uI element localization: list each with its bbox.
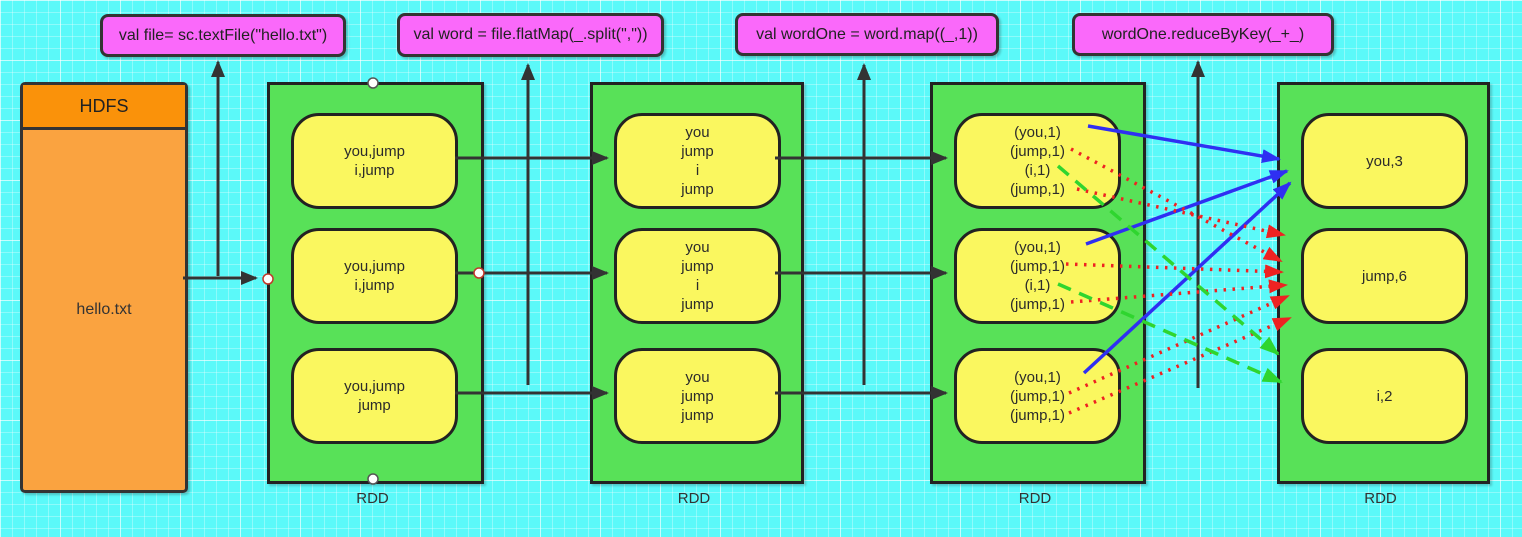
label-reducebykey[interactable]: wordOne.reduceByKey(_+_) xyxy=(1072,13,1334,56)
hdfs-box[interactable]: HDFS hello.txt xyxy=(20,82,188,493)
rdd3-box[interactable]: (you,1) (jump,1) (i,1) (jump,1) (you,1) … xyxy=(930,82,1146,484)
rdd1-caption: RDD xyxy=(356,490,389,507)
rdd3-partition-2[interactable]: (you,1) (jump,1) (i,1) (jump,1) xyxy=(954,228,1121,324)
rdd4-partition-3[interactable]: i,2 xyxy=(1301,348,1468,444)
rdd4-partition-2[interactable]: jump,6 xyxy=(1301,228,1468,324)
rdd1-partition-3[interactable]: you,jump jump xyxy=(291,348,458,444)
label-flatmap[interactable]: val word = file.flatMap(_.split(",")) xyxy=(397,13,664,57)
rdd2-partition-1[interactable]: you jump i jump xyxy=(614,113,781,209)
rdd2-partition-2[interactable]: you jump i jump xyxy=(614,228,781,324)
rdd3-caption: RDD xyxy=(1018,490,1052,507)
rdd2-caption: RDD xyxy=(677,490,711,507)
rdd3-partition-1[interactable]: (you,1) (jump,1) (i,1) (jump,1) xyxy=(954,113,1121,209)
rdd4-box[interactable]: you,3 jump,6 i,2 xyxy=(1277,82,1490,484)
rdd3-partition-3[interactable]: (you,1) (jump,1) (jump,1) xyxy=(954,348,1121,444)
rdd1-box[interactable]: you,jump i,jump you,jump i,jump you,jump… xyxy=(267,82,484,484)
rdd2-partition-3[interactable]: you jump jump xyxy=(614,348,781,444)
rdd4-partition-1[interactable]: you,3 xyxy=(1301,113,1468,209)
rdd1-partition-2[interactable]: you,jump i,jump xyxy=(291,228,458,324)
label-textfile[interactable]: val file= sc.textFile("hello.txt") xyxy=(100,14,346,57)
rdd1-partition-1[interactable]: you,jump i,jump xyxy=(291,113,458,209)
hdfs-title: HDFS xyxy=(23,85,185,130)
hdfs-file-label: hello.txt xyxy=(76,301,132,318)
rdd2-box[interactable]: you jump i jump you jump i jump you jump… xyxy=(590,82,804,484)
rdd4-caption: RDD xyxy=(1364,490,1397,507)
label-map[interactable]: val wordOne = word.map((_,1)) xyxy=(735,13,999,56)
